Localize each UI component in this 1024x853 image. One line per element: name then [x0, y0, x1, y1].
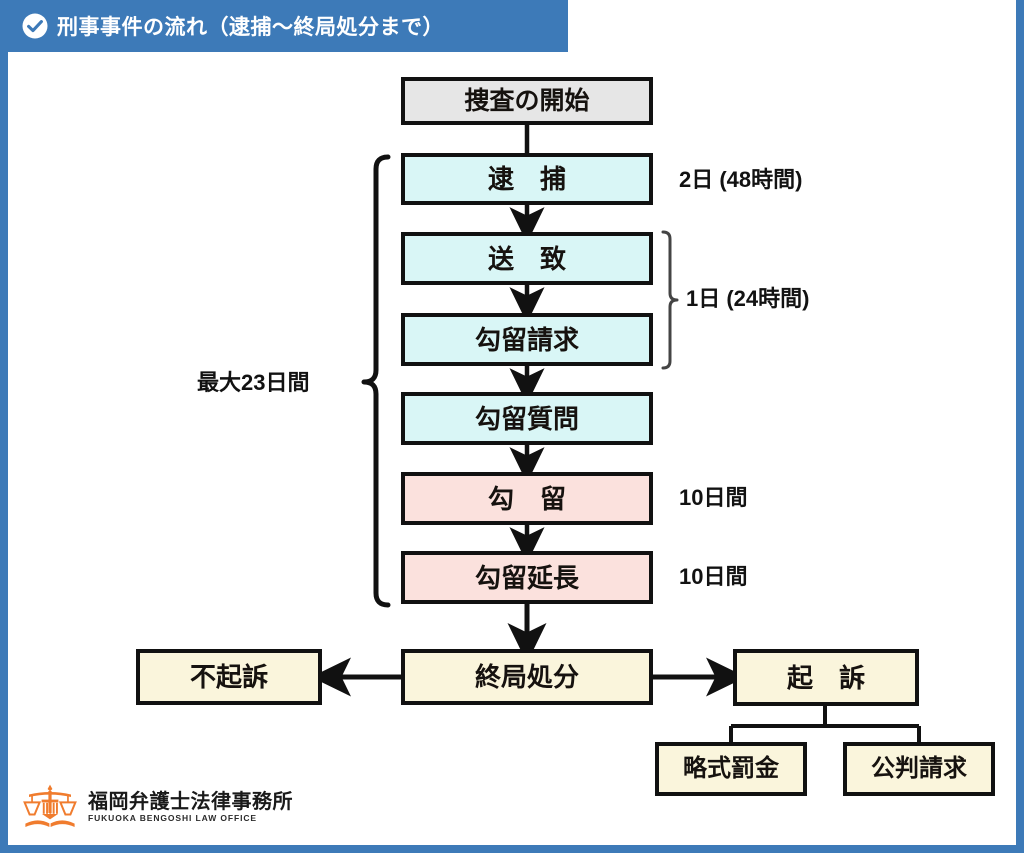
node-label: 勾留質問 — [474, 403, 579, 434]
node-label: 不起訴 — [189, 662, 268, 692]
duration-label-detention-extension: 10日間 — [679, 564, 748, 589]
check-circle-icon — [22, 13, 48, 39]
node-detention-request[interactable]: 勾留請求 — [401, 313, 653, 366]
node-label: 送 致 — [487, 243, 566, 274]
node-no-prosecution[interactable]: 不起訴 — [136, 649, 322, 705]
header-banner: 刑事事件の流れ（逮捕〜終局処分まで） — [8, 0, 568, 52]
scales-of-justice-icon — [23, 784, 77, 827]
node-label: 終局処分 — [474, 662, 579, 692]
node-label: 捜査の開始 — [464, 86, 590, 115]
logo-text-block: 福岡弁護士法律事務所 FUKUOKA BENGOSHI LAW OFFICE — [88, 792, 293, 823]
node-investigation-start[interactable]: 捜査の開始 — [401, 77, 653, 125]
page-title: 刑事事件の流れ（逮捕〜終局処分まで） — [57, 16, 444, 39]
node-summary-fine[interactable]: 略式罰金 — [655, 742, 807, 796]
node-referral[interactable]: 送 致 — [401, 232, 653, 285]
logo-name-ja: 福岡弁護士法律事務所 — [88, 790, 293, 813]
node-detention-question[interactable]: 勾留質問 — [401, 392, 653, 445]
node-prosecution[interactable]: 起 訴 — [733, 649, 919, 706]
duration-label-detention: 10日間 — [679, 485, 748, 510]
duration-label-referral-bracket: 1日 (24時間) — [686, 286, 810, 311]
node-detention-extension[interactable]: 勾留延長 — [401, 551, 653, 604]
node-label: 公判請求 — [871, 755, 967, 782]
node-label: 勾留請求 — [474, 324, 579, 355]
node-label: 起 訴 — [786, 662, 865, 693]
law-office-logo: 福岡弁護士法律事務所 FUKUOKA BENGOSHI LAW OFFICE — [22, 783, 293, 831]
duration-label-arrest: 2日 (48時間) — [679, 167, 803, 192]
logo-name-en: FUKUOKA BENGOSHI LAW OFFICE — [88, 812, 257, 823]
node-label: 略式罰金 — [683, 755, 779, 782]
node-label: 勾留延長 — [474, 562, 579, 593]
bracket-label-max-23-days: 最大23日間 — [197, 370, 310, 395]
node-trial-request[interactable]: 公判請求 — [843, 742, 995, 796]
node-label: 勾 留 — [487, 483, 566, 514]
node-final-disposition[interactable]: 終局処分 — [401, 649, 653, 705]
node-arrest[interactable]: 逮 捕 — [401, 153, 653, 205]
node-detention[interactable]: 勾 留 — [401, 472, 653, 525]
node-label: 逮 捕 — [487, 164, 566, 194]
